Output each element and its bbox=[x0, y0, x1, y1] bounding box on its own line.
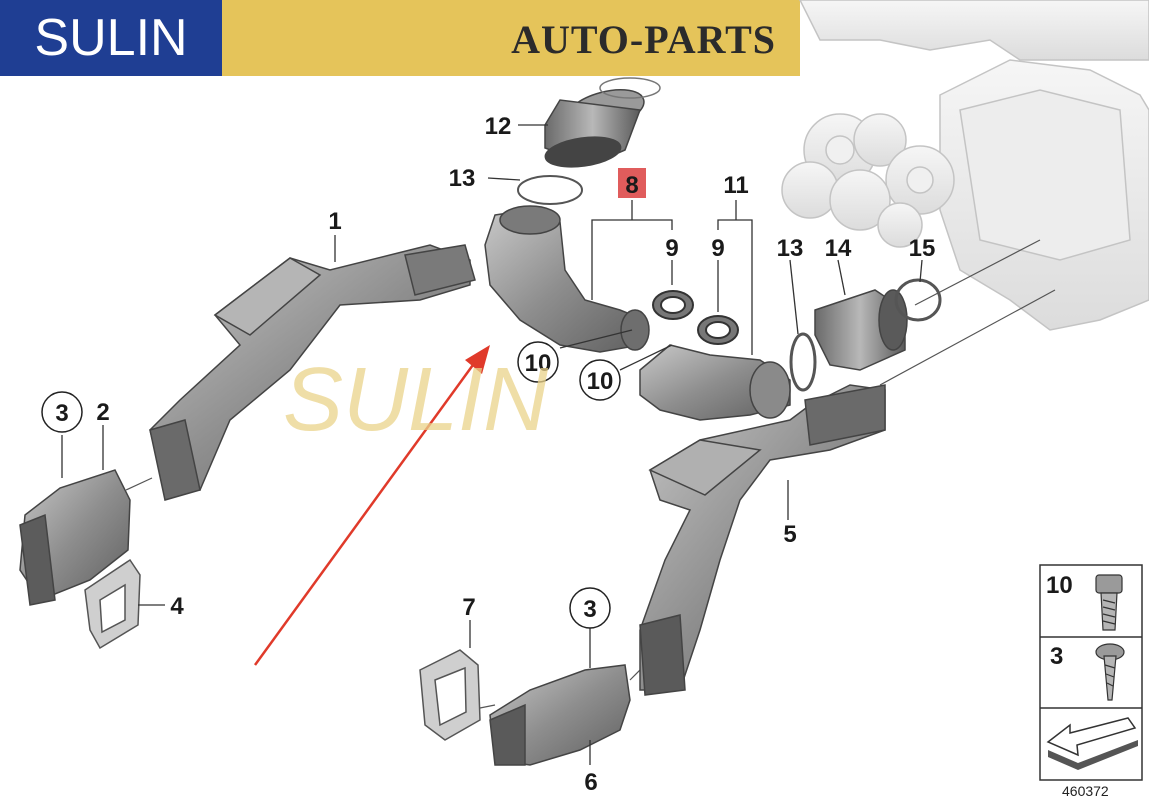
part-2-air-inlet bbox=[19, 469, 131, 606]
screw-10-icon bbox=[1095, 574, 1123, 631]
part-1-air-duct bbox=[149, 244, 476, 501]
callout-2: 2 bbox=[96, 399, 109, 426]
part-13-clamp-top bbox=[517, 175, 583, 205]
red-pointer-arrow bbox=[253, 345, 490, 666]
sulin-watermark: SULIN bbox=[283, 350, 549, 450]
fastener-legend bbox=[1039, 564, 1143, 781]
callout-1: 1 bbox=[328, 208, 341, 235]
callout-12: 12 bbox=[485, 113, 512, 140]
diagram-number: 460372 bbox=[1062, 783, 1109, 799]
screw-3-icon bbox=[1095, 643, 1125, 701]
part-6-air-inlet bbox=[489, 664, 631, 766]
part-8-intake-hose bbox=[484, 205, 650, 353]
callout-circles bbox=[41, 341, 621, 629]
engine-housing bbox=[781, 0, 1149, 331]
part-13-clamp-right bbox=[789, 332, 817, 392]
part-5-air-duct bbox=[639, 384, 886, 696]
callout-leaders bbox=[61, 124, 923, 765]
callout-10-right: 10 bbox=[587, 368, 614, 395]
callout-3-bottom: 3 bbox=[583, 596, 596, 623]
callout-6: 6 bbox=[584, 769, 597, 796]
brand-logo: SULIN bbox=[0, 0, 222, 76]
auto-parts-banner: AUTO-PARTS bbox=[222, 0, 800, 76]
callout-13-right: 13 bbox=[777, 235, 804, 262]
callout-9-left: 9 bbox=[665, 235, 678, 262]
legend-label-3: 3 bbox=[1050, 643, 1063, 670]
legend-label-10: 10 bbox=[1046, 572, 1073, 599]
callout-7: 7 bbox=[462, 594, 475, 621]
callout-3-left: 3 bbox=[55, 400, 68, 427]
callout-13-top: 13 bbox=[449, 165, 476, 192]
part-8-highlight bbox=[618, 168, 646, 198]
part-9-rings bbox=[652, 290, 739, 345]
part-12-sleeve bbox=[544, 77, 661, 168]
part-14-sleeve bbox=[814, 289, 908, 371]
callout-10-left: 10 bbox=[525, 350, 552, 377]
callout-11: 11 bbox=[723, 172, 748, 199]
part-7-bracket bbox=[419, 649, 481, 741]
callout-4: 4 bbox=[170, 593, 184, 620]
callout-9-right: 9 bbox=[711, 235, 724, 262]
part-4-bracket bbox=[84, 558, 141, 650]
callout-5: 5 bbox=[783, 521, 796, 548]
callout-15: 15 bbox=[909, 235, 936, 262]
callout-8: 8 bbox=[625, 172, 638, 199]
callout-14: 14 bbox=[825, 235, 852, 262]
part-15-clamp bbox=[894, 278, 942, 322]
part-11-hose bbox=[639, 344, 791, 421]
direction-arrow-icon bbox=[1046, 717, 1137, 757]
